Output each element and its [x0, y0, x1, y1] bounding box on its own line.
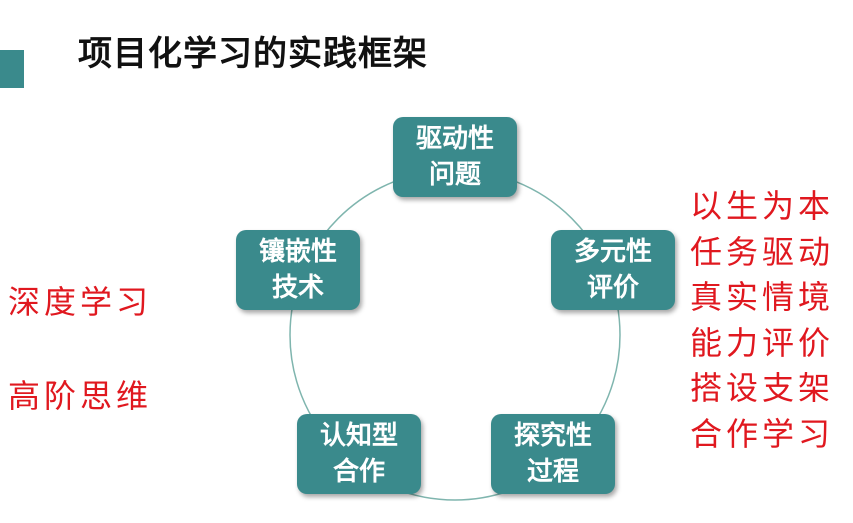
node-diverse-evaluation: 多元性 评价 — [551, 230, 675, 310]
right-note: 真实情境 — [690, 278, 835, 316]
left-note-deep-learning: 深度学习 — [8, 283, 153, 321]
node-line1: 镶嵌性 — [258, 237, 337, 267]
node-line1: 驱动性 — [415, 124, 494, 154]
right-note: 合作学习 — [690, 414, 835, 453]
node-line1: 多元性 — [573, 237, 652, 267]
node-cognitive-cooperation: 认知型 合作 — [297, 414, 421, 494]
node-line2: 问题 — [428, 160, 481, 190]
node-line1: 探究性 — [513, 421, 592, 451]
right-note: 能力评价 — [690, 323, 835, 362]
node-line1: 认知型 — [319, 421, 398, 451]
node-line2: 合作 — [332, 457, 385, 487]
node-line2: 过程 — [526, 457, 579, 487]
node-driving-question: 驱动性 问题 — [393, 117, 517, 197]
node-inquiry-process: 探究性 过程 — [491, 414, 615, 494]
slide-title: 项目化学习的实践框架 — [78, 34, 428, 74]
right-note: 以生为本 — [690, 187, 835, 225]
right-note: 任务驱动 — [690, 232, 835, 271]
node-line2: 技术 — [271, 273, 324, 303]
right-notes-list: 以生为本 任务驱动 真实情境 能力评价 搭设支架 合作学习 — [690, 184, 834, 457]
node-embedded-technology: 镶嵌性 技术 — [236, 230, 360, 310]
left-note-higher-order-thinking: 高阶思维 — [8, 377, 153, 415]
right-note: 搭设支架 — [690, 369, 835, 407]
node-line2: 评价 — [586, 273, 639, 303]
accent-block — [0, 50, 24, 88]
